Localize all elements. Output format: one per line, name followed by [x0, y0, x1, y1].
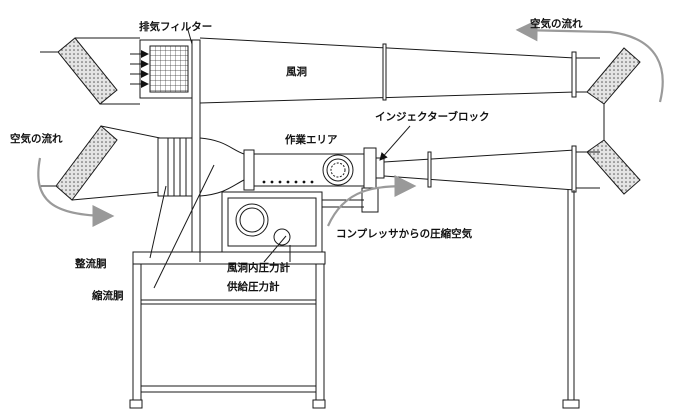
instrument-box: [221, 191, 364, 253]
contraction-label: 縮流胴: [92, 290, 124, 302]
injector-block-label: インジェクターブロック: [375, 111, 490, 123]
right-stand-leg: [562, 190, 580, 409]
airflow-arrow-top: [515, 19, 664, 103]
left-top-turning-vane: [57, 37, 140, 105]
wind-tunnel-label: 風洞: [286, 66, 307, 78]
leader-lines: [149, 29, 411, 289]
compressed-air-label: コンプレッサからの圧縮空気: [336, 228, 473, 240]
work-area: [243, 149, 365, 191]
straightener-label: 整流胴: [75, 258, 107, 270]
airflow-label-top-right: 空気の流れ: [530, 18, 583, 30]
right-bottom-turning-vane: [586, 104, 641, 195]
upper-duct: [199, 37, 600, 104]
exhaust-filter-box: [130, 39, 193, 99]
airflow-arrow-left: [37, 157, 115, 227]
compressed-air-arrow: [326, 175, 417, 227]
settling-chamber: [157, 137, 245, 197]
main-vertical-post: [191, 39, 201, 263]
work-area-label: 作業エリア: [285, 134, 338, 146]
right-top-turning-vane: [586, 47, 641, 105]
airflow-label-left: 空気の流れ: [10, 133, 63, 145]
supply-pressure-gauge-label: 供給圧力計: [227, 281, 280, 293]
exhaust-filter-label: 排気フィルター: [139, 21, 213, 33]
injector-block: [361, 147, 385, 213]
tunnel-pressure-gauge-label: 風洞内圧力計: [227, 262, 290, 274]
left-bottom-turning-vane: [40, 51, 161, 201]
support-table: [129, 251, 326, 409]
diffuser-duct: [383, 145, 600, 193]
